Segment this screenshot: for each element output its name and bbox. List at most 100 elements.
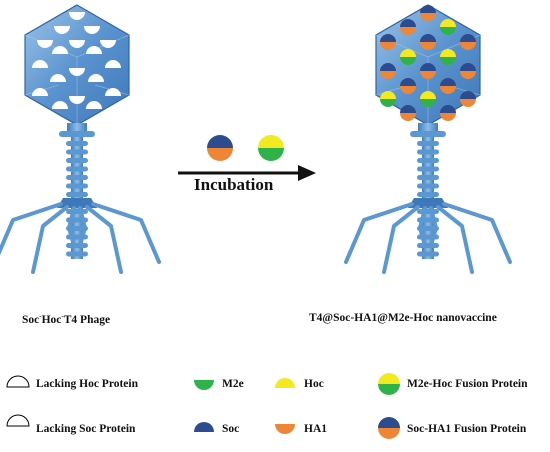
legend-soc-label: Soc (222, 423, 240, 435)
right-phage-tail-ring (417, 175, 439, 180)
right-phage-collar-disk (410, 131, 446, 137)
empty-binding-site (105, 60, 121, 68)
right-phage-tail-fiber (429, 206, 438, 244)
left-phage-tail-ring (66, 243, 88, 248)
soc-ha1-fusion-particle-bottom (380, 42, 396, 50)
left-phage-tail-ring (66, 209, 88, 214)
empty-binding-site (69, 12, 85, 20)
left-phage-tail-fiber (31, 205, 69, 274)
soc-ha1-fusion-particle-top (400, 105, 416, 113)
legend-lacking-soc-icon (6, 414, 30, 427)
right-phage-tail-fiber (344, 202, 414, 264)
left-phage-collar-disk (59, 131, 95, 137)
left-phage-tail-fiber (78, 206, 87, 244)
legend-ha1-label: HA1 (304, 423, 327, 435)
empty-binding-site (69, 96, 85, 104)
soc-ha1-fusion-particle-bottom (420, 13, 436, 21)
right-phage-tail-fiber (442, 202, 512, 264)
right-phage-tail-ring (417, 192, 439, 197)
left-phage-tail-fiber (67, 206, 76, 244)
legend-m2e-label: M2e (222, 378, 244, 390)
legend-soc-icon (194, 422, 214, 432)
left-phage-baseplate (57, 198, 97, 208)
soc-ha1-fusion-particle-top (440, 105, 456, 113)
left-phage-tail-fiber (91, 202, 161, 264)
soc-ha1-fusion-particle-top (380, 34, 396, 42)
m2e-hoc-fusion-particle-bottom (440, 57, 456, 65)
left-phage-tail-ring (66, 192, 88, 197)
right-phage-collar (418, 123, 438, 131)
left-phage-tail-ring (66, 149, 88, 155)
right-phage-tail-ring (417, 209, 439, 214)
right-phage-tail-ring (417, 166, 439, 172)
right-phage-tail-fiber (436, 205, 474, 274)
legend-lacking-hoc-label: Lacking Hoc Protein (36, 378, 139, 390)
legend-hoc-icon (275, 378, 295, 388)
left-phage-tail-fiber (0, 202, 63, 256)
empty-binding-site (86, 46, 102, 54)
m2e-hoc-fusion-particle-top (420, 91, 436, 99)
soc-ha1-fusion-particle-top (440, 78, 456, 86)
left-phage-caption: Soc-Hoc-T4 Phage (22, 312, 110, 326)
empty-binding-site (37, 40, 53, 48)
m2e-hoc-fusion-particle-arrow-top (258, 135, 284, 148)
right-phage-tail-ring (417, 243, 439, 248)
caption-sup: - (39, 312, 42, 320)
soc-ha1-fusion-particle-bottom (440, 86, 456, 94)
soc-ha1-fusion-particle-top (400, 19, 416, 27)
soc-ha1-fusion-particle-bottom (420, 71, 436, 79)
legend-soc-ha1-fusion-label: Soc-HA1 Fusion Protein (407, 423, 527, 435)
left-phage-tail-ring (66, 141, 88, 146)
empty-binding-site (52, 46, 68, 54)
m2e-hoc-fusion-particle-top (440, 19, 456, 27)
legend-lacking-soc-label: Lacking Soc Protein (36, 423, 136, 435)
left-phage-tail-ring (66, 175, 88, 180)
left-phage-capsid-facet (24, 34, 78, 58)
empty-binding-site (69, 68, 85, 76)
soc-ha1-fusion-particle-top (460, 91, 476, 99)
soc-ha1-fusion-particle-bottom (400, 113, 416, 121)
caption-sup: - (61, 312, 64, 320)
soc-ha1-fusion-particle-top (420, 5, 436, 13)
legend-hoc-label: Hoc (304, 378, 324, 390)
empty-binding-site (50, 74, 66, 82)
legend-m2e-hoc-fusion-icon-bottom (378, 384, 400, 395)
legend-ha1-icon (275, 424, 295, 434)
legend-m2e-hoc-fusion-icon-top (378, 373, 400, 384)
legend-lacking-hoc-icon (6, 375, 30, 388)
left-phage-tail-fiber (85, 205, 123, 274)
left-phage-tail-ring (66, 183, 88, 189)
m2e-hoc-fusion-particle-top (380, 91, 396, 99)
empty-binding-site (32, 88, 48, 96)
soc-ha1-fusion-particle-bottom (400, 86, 416, 94)
soc-ha1-fusion-particle-bottom (440, 113, 456, 121)
legend-m2e-hoc-fusion-label: M2e-Hoc Fusion Protein (407, 378, 528, 390)
caption-part: Soc (22, 313, 40, 326)
right-phage-tail-ring (417, 141, 439, 146)
soc-ha1-fusion-particle-top (420, 34, 436, 42)
soc-ha1-fusion-particle-bottom (460, 99, 476, 107)
empty-binding-site (100, 40, 116, 48)
legend-soc-ha1-fusion-icon-bottom (378, 428, 400, 439)
soc-ha1-fusion-particle-top (380, 63, 396, 71)
m2e-hoc-fusion-particle-arrow-bottom (258, 148, 284, 161)
right-phage-baseplate (408, 198, 448, 208)
m2e-hoc-fusion-particle-bottom (420, 99, 436, 107)
soc-ha1-fusion-particle-bottom (380, 71, 396, 79)
m2e-hoc-fusion-particle-bottom (380, 99, 396, 107)
legend-soc-ha1-fusion-icon-top (378, 417, 400, 428)
empty-binding-site (86, 101, 102, 109)
soc-ha1-fusion-particle-bottom (460, 42, 476, 50)
soc-ha1-fusion-particle-bottom (400, 27, 416, 35)
soc-ha1-fusion-particle-arrow-bottom (207, 148, 233, 161)
m2e-hoc-fusion-particle-bottom (400, 57, 416, 65)
left-phage-tail-ring (66, 158, 88, 163)
empty-binding-site (69, 40, 85, 48)
left-phage-collar (67, 123, 87, 131)
right-phage-tail-fiber (418, 206, 427, 244)
left-phage-tail-ring (66, 251, 88, 257)
m2e-hoc-fusion-particle-top (440, 49, 456, 57)
soc-ha1-fusion-particle-bottom (460, 71, 476, 79)
legend-m2e-icon (194, 380, 214, 390)
